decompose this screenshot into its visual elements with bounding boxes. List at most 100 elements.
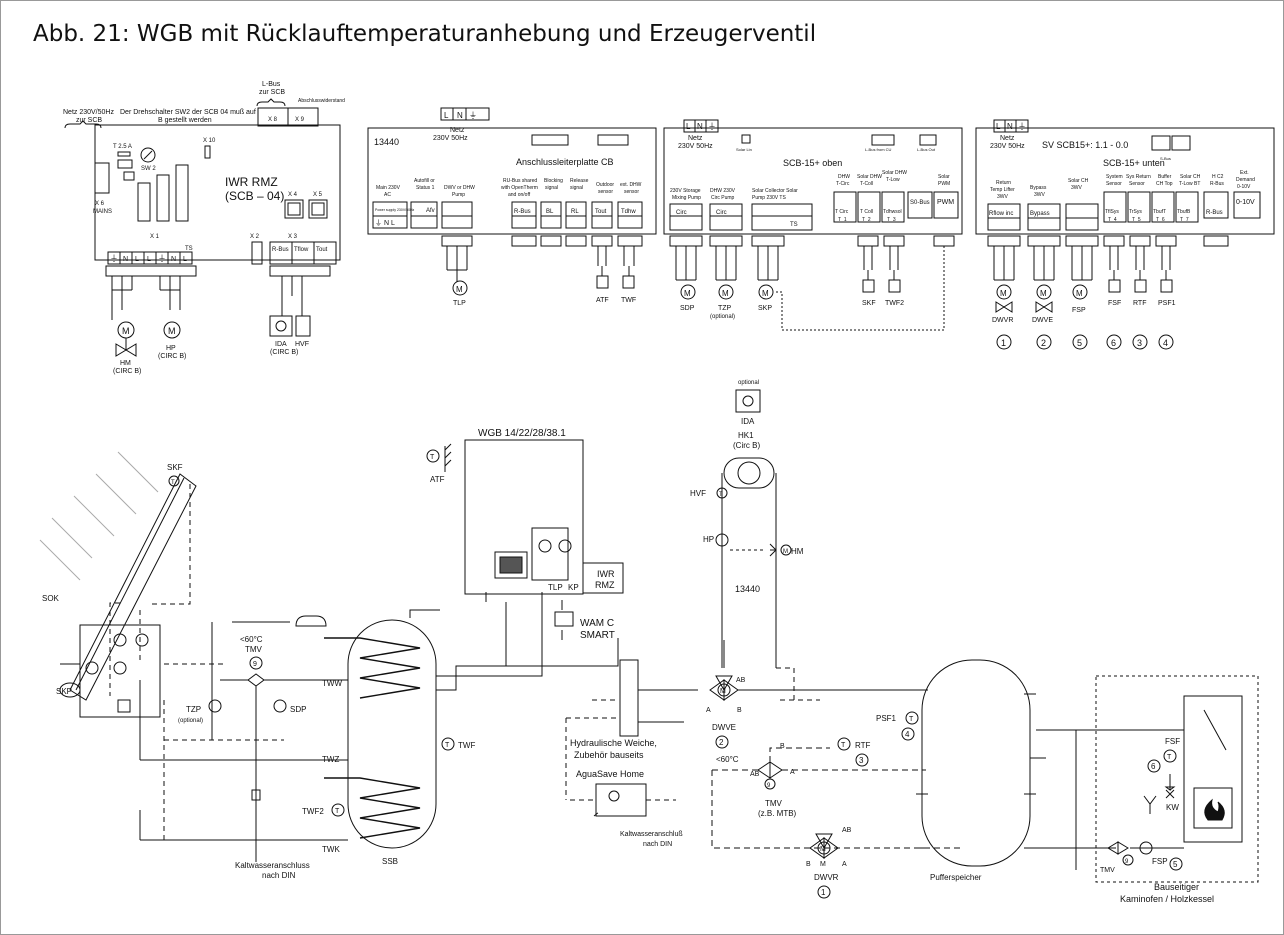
tzp-label: TZP bbox=[186, 705, 201, 714]
oben-g4-num: T_1 bbox=[838, 217, 847, 223]
lt60-label: <60°C bbox=[716, 755, 739, 764]
cb-g2-l1: Autofill or bbox=[414, 178, 435, 184]
ida-optional: optional bbox=[738, 380, 759, 386]
svg-text:M: M bbox=[783, 549, 788, 555]
twf-label: TWF bbox=[458, 741, 475, 750]
unten-g3-l2: 3WV bbox=[1071, 185, 1083, 191]
dwvr-a: A bbox=[842, 861, 847, 868]
hp-label: HP bbox=[166, 345, 176, 352]
svg-text:M: M bbox=[762, 289, 769, 298]
tmv-b: B bbox=[780, 743, 785, 750]
puffer-label: Pufferspeicher bbox=[930, 873, 982, 882]
sw2-note-1: Der Drehschalter SW2 der SCB 04 muß auf bbox=[120, 109, 256, 116]
figure-title: Abb. 21: WGB mit Rücklauftemperaturanheb… bbox=[33, 21, 817, 47]
kp-label: KP bbox=[568, 583, 579, 592]
x10-label: X 10 bbox=[203, 138, 216, 144]
unten-g7-l1: Solar CH bbox=[1180, 174, 1201, 180]
oben-g5-num: T_2 bbox=[862, 217, 871, 223]
hydraulic-diagram: WGB 14/22/28/38.1 TLP KP IWR RMZ T ATF o… bbox=[39, 380, 1259, 904]
svg-text:M: M bbox=[1040, 289, 1047, 298]
cb-g7-l1: Outdoor bbox=[596, 182, 614, 188]
x1-term-3: L bbox=[135, 256, 139, 263]
oben-netz-2: 230V 50Hz bbox=[678, 143, 713, 150]
x1-term-2: N bbox=[123, 256, 128, 263]
x1-term-4: L bbox=[147, 256, 151, 263]
hm-label: HM bbox=[120, 360, 131, 367]
x5-label: X 5 bbox=[313, 192, 323, 198]
oben-g6-l1: Solar DHW bbox=[882, 170, 907, 176]
unten-version: SV SCB15+: 1.1 - 0.0 bbox=[1042, 140, 1128, 150]
unten-g1-l2: Temp Lifter bbox=[990, 187, 1015, 193]
atf-label: ATF bbox=[430, 475, 445, 484]
hvf-label: HVF bbox=[295, 341, 309, 348]
unten-g2-term: Bypass bbox=[1030, 211, 1050, 217]
unten-dev-fsf: FSF bbox=[1108, 300, 1121, 307]
kaltwasser2-1: Kaltwasseranschluß bbox=[620, 831, 683, 838]
hp-circ: (CIRC B) bbox=[158, 353, 186, 360]
oben-g5-l1: Solar DHW bbox=[857, 174, 882, 180]
unten-netz-1: Netz bbox=[1000, 135, 1015, 142]
x3-term-2: Tflow bbox=[294, 247, 309, 253]
netz-brace bbox=[64, 120, 102, 129]
oben-g5-l2: T-Coll bbox=[860, 181, 873, 187]
oben-g6-l2: T-Low bbox=[886, 177, 900, 183]
ida-label: IDA bbox=[275, 341, 287, 348]
twk-label: TWK bbox=[322, 845, 340, 854]
dwve-ab: AB bbox=[736, 677, 746, 684]
abschluss-label: Abschlusswiderstand bbox=[298, 98, 345, 104]
weiche-2: Zubehör bauseits bbox=[574, 750, 644, 760]
wgb-label: WGB 14/22/28/38.1 bbox=[478, 428, 566, 439]
sok-label: SOK bbox=[42, 594, 60, 603]
oben-g8-l1: Solar bbox=[938, 174, 950, 180]
oben-lbus-cu: L-Bus from CU bbox=[865, 147, 892, 152]
dwve-b: B bbox=[737, 707, 742, 714]
tmv-label: TMV bbox=[245, 645, 263, 654]
skf-label: SKF bbox=[167, 463, 183, 472]
unten-dev-psf1: PSF1 bbox=[1158, 300, 1176, 307]
fsp-num: 5 bbox=[1173, 860, 1178, 869]
x6-label: X 6 bbox=[95, 201, 105, 207]
wam-label-2: SMART bbox=[580, 630, 615, 641]
svg-text:N: N bbox=[457, 111, 463, 120]
tzp-opt: (optional) bbox=[178, 718, 203, 724]
oben-g4-l2: T-Circ bbox=[836, 181, 850, 187]
tmv2-sub: (z.B. MTB) bbox=[758, 809, 797, 818]
cb-g5-l1: Blocking bbox=[544, 178, 563, 184]
dwve-label: DWVE bbox=[712, 723, 736, 732]
oben-g2-l1: DHW 230V bbox=[710, 188, 736, 194]
oben-dev-tzp: TZP bbox=[718, 305, 732, 312]
tmv-num: 9 bbox=[767, 783, 771, 789]
iwr-board-title: IWR RMZ bbox=[225, 175, 278, 189]
svg-text:⏚: ⏚ bbox=[1018, 122, 1026, 131]
cb-g5-l2: signal bbox=[545, 185, 558, 191]
tmv-temp: <60°C bbox=[240, 635, 263, 644]
x3-label: X 3 bbox=[288, 234, 298, 240]
kamin-1: Bauseitiger bbox=[1154, 882, 1199, 892]
lbus-label-1: L-Bus bbox=[262, 81, 281, 88]
unten-dev-dwve: DWVE bbox=[1032, 317, 1053, 324]
cb-g7-term: Tout bbox=[595, 209, 607, 215]
cb-dev-atf: ATF bbox=[596, 297, 609, 304]
x4-label: X 4 bbox=[288, 192, 298, 198]
tlp-label: TLP bbox=[548, 583, 563, 592]
svg-text:T: T bbox=[335, 808, 340, 815]
unten-g1-l1: Return bbox=[996, 180, 1011, 186]
unten-g3-l1: Solar CH bbox=[1068, 178, 1089, 184]
unten-dev-fsp: FSP bbox=[1072, 307, 1086, 314]
oben-g8-term: PWM bbox=[937, 199, 954, 206]
dwve-num: 2 bbox=[719, 738, 724, 747]
cb-g7-l2: sensor bbox=[598, 189, 613, 195]
rtf-num: 3 bbox=[859, 756, 864, 765]
unten-g1-l3: 3WV bbox=[997, 194, 1009, 200]
unten-g9-l3: 0-10V bbox=[1237, 184, 1251, 190]
ts-label: TS bbox=[185, 246, 193, 252]
unten-g4-l2: Sensor bbox=[1106, 181, 1122, 187]
dwvr-ab: AB bbox=[842, 827, 852, 834]
ssb-label: SSB bbox=[382, 857, 398, 866]
cb-g4-l2: with OpenTherm bbox=[501, 185, 538, 191]
svg-text:T: T bbox=[430, 454, 435, 461]
skp-label: SKP bbox=[56, 687, 72, 696]
oben-dev-skf: SKF bbox=[862, 300, 876, 307]
netz-label-1: Netz 230V/50Hz bbox=[63, 109, 114, 116]
unten-g6-num: T_6 bbox=[1156, 217, 1165, 223]
